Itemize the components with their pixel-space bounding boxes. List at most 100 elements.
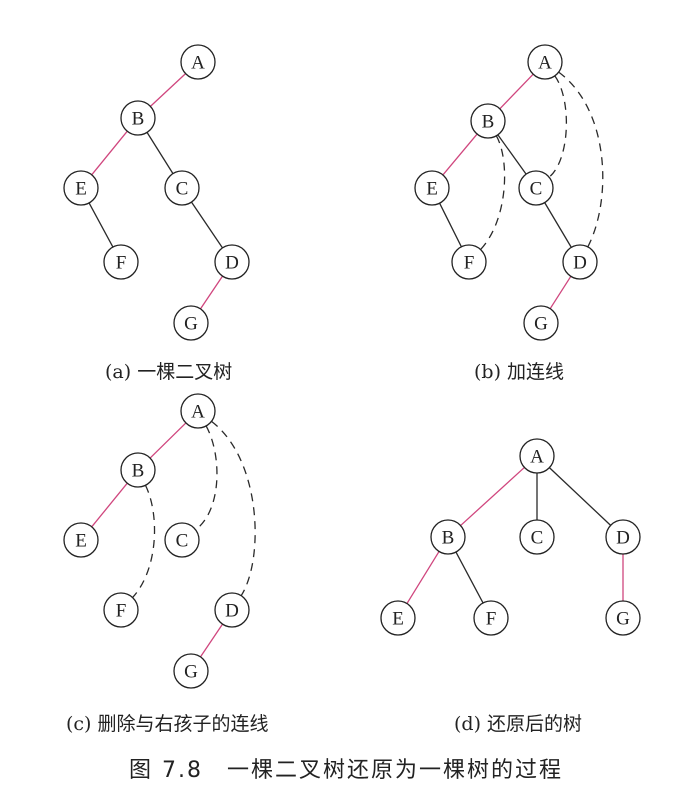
edge-a-b-e — [91, 130, 128, 176]
node-circle — [473, 600, 509, 636]
node-circle — [173, 653, 209, 689]
edge-b-e-f — [439, 202, 462, 248]
node-a-c: C — [164, 170, 200, 206]
node-circle — [173, 305, 209, 341]
node-label: F — [486, 609, 497, 630]
node-circle — [430, 519, 466, 555]
edge-c-d-g — [199, 623, 224, 658]
edge-a-a-b — [149, 73, 187, 107]
edge-b-c-d — [544, 202, 572, 248]
node-label: B — [132, 461, 145, 482]
node-a-e: E — [63, 170, 99, 206]
caption-d: (d) 还原后的树 — [454, 713, 583, 735]
edge-c-a-d — [211, 420, 256, 597]
node-d-a: A — [519, 438, 555, 474]
node-circle — [120, 100, 156, 136]
node-label: C — [530, 179, 543, 200]
node-label: A — [191, 402, 205, 423]
edge-d-a-b — [460, 466, 525, 527]
node-label: G — [534, 314, 548, 335]
node-b-b: B — [470, 103, 506, 139]
edge-b-a-b — [499, 73, 534, 110]
caption-c: (c) 删除与右孩子的连线 — [66, 713, 269, 735]
edge-c-a-c — [195, 425, 218, 531]
node-b-f: F — [451, 244, 487, 280]
node-label: A — [191, 53, 205, 74]
edge-a-e-f — [88, 202, 114, 248]
node-label: F — [464, 253, 475, 274]
edge-a-c-d — [190, 201, 224, 249]
node-c-f: F — [103, 592, 139, 628]
node-a-d: D — [214, 244, 250, 280]
node-a-f: F — [103, 244, 139, 280]
caption-a: (a) 一棵二叉树 — [105, 361, 233, 383]
node-d-g: G — [605, 600, 641, 636]
node-circle — [63, 170, 99, 206]
node-a-g: G — [173, 305, 209, 341]
node-a-b: B — [120, 100, 156, 136]
node-circle — [470, 103, 506, 139]
node-label: F — [116, 253, 127, 274]
node-circle — [518, 170, 554, 206]
node-label: E — [426, 179, 438, 200]
node-label: B — [132, 109, 145, 130]
edge-a-b-c — [146, 132, 174, 174]
node-label: C — [176, 531, 189, 552]
edge-a-d-g — [199, 275, 224, 310]
node-c-e: E — [63, 522, 99, 558]
node-d-e: E — [380, 600, 416, 636]
node-label: D — [573, 253, 587, 274]
node-c-g: G — [173, 653, 209, 689]
node-label: E — [75, 179, 87, 200]
node-circle — [63, 522, 99, 558]
edge-b-d-g — [549, 275, 572, 310]
node-d-c: C — [519, 519, 555, 555]
node-d-d: D — [605, 519, 641, 555]
node-b-g: G — [523, 305, 559, 341]
edge-b-b-f — [480, 135, 506, 250]
edge-d-b-e — [406, 551, 440, 604]
edge-c-b-e — [91, 482, 128, 528]
node-circle — [527, 44, 563, 80]
node-label: G — [616, 609, 630, 630]
panel-b-add-lines: A B E C F D G — [414, 44, 604, 341]
node-circle — [214, 592, 250, 628]
node-label: F — [116, 601, 127, 622]
node-circle — [605, 600, 641, 636]
node-label: E — [392, 609, 404, 630]
node-circle — [180, 44, 216, 80]
node-c-a: A — [180, 393, 216, 429]
node-circle — [214, 244, 250, 280]
node-label: C — [176, 179, 189, 200]
edge-b-b-e — [442, 133, 478, 176]
node-circle — [519, 438, 555, 474]
edge-d-b-f — [455, 551, 484, 604]
edge-b-b-c — [497, 134, 527, 175]
node-label: E — [75, 531, 87, 552]
node-c-b: B — [120, 452, 156, 488]
edge-b-a-d — [558, 71, 604, 248]
node-a-a: A — [180, 44, 216, 80]
node-b-a: A — [527, 44, 563, 80]
node-c-d: D — [214, 592, 250, 628]
node-circle — [523, 305, 559, 341]
node-d-f: F — [473, 600, 509, 636]
node-c-c: C — [164, 522, 200, 558]
node-b-e: E — [414, 170, 450, 206]
edge-c-a-b — [149, 422, 187, 459]
node-label: A — [538, 53, 552, 74]
node-circle — [180, 393, 216, 429]
node-label: A — [530, 447, 544, 468]
node-label: C — [531, 528, 544, 549]
node-label: G — [184, 662, 198, 683]
edge-d-a-d — [548, 467, 612, 526]
node-label: D — [225, 253, 239, 274]
node-label: D — [616, 528, 630, 549]
edge-c-b-f — [132, 484, 156, 598]
panel-c-remove-right-child-lines: A B E C F D G — [63, 393, 256, 689]
node-b-d: D — [562, 244, 598, 280]
node-circle — [519, 519, 555, 555]
node-b-c: C — [518, 170, 554, 206]
node-label: B — [482, 112, 495, 133]
